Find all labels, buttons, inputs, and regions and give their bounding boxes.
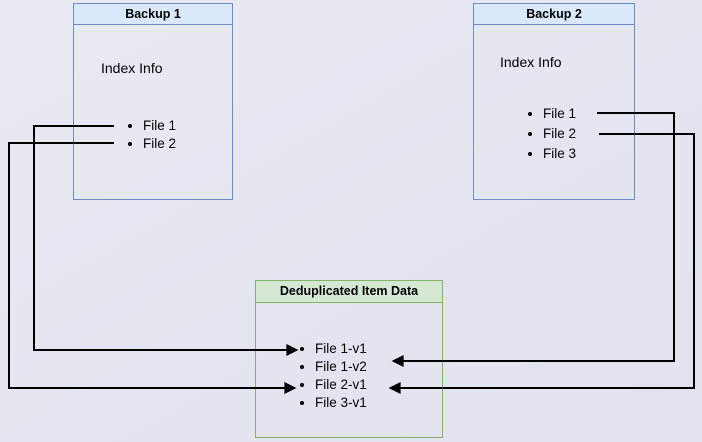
list-item-file2: File 2 [143,135,176,153]
list-item-file3-v1: File 3-v1 [315,394,367,412]
backup1-file-list: File 1 File 2 [74,117,176,153]
list-item-file3: File 3 [543,144,576,164]
backup1-subtitle: Index Info [101,60,163,76]
dedup-title: Deduplicated Item Data [256,281,442,303]
list-item-file1-v1: File 1-v1 [315,340,367,358]
backup1-title: Backup 1 [74,4,232,25]
backup2-subtitle: Index Info [500,54,562,70]
backup1-box: Backup 1 Index Info File 1 File 2 [73,3,233,200]
backup2-title: Backup 2 [474,4,634,25]
list-item-file1: File 1 [543,104,576,124]
list-item-file2: File 2 [543,124,576,144]
list-item-file2-v1: File 2-v1 [315,376,367,394]
backup2-box: Backup 2 Index Info File 1 File 2 File 3 [473,3,635,200]
dedup-file-list: File 1-v1 File 1-v2 File 2-v1 File 3-v1 [256,340,367,412]
dedup-box: Deduplicated Item Data File 1-v1 File 1-… [255,280,443,438]
backup2-file-list: File 1 File 2 File 3 [474,104,576,164]
list-item-file1: File 1 [143,117,176,135]
list-item-file1-v2: File 1-v2 [315,358,367,376]
